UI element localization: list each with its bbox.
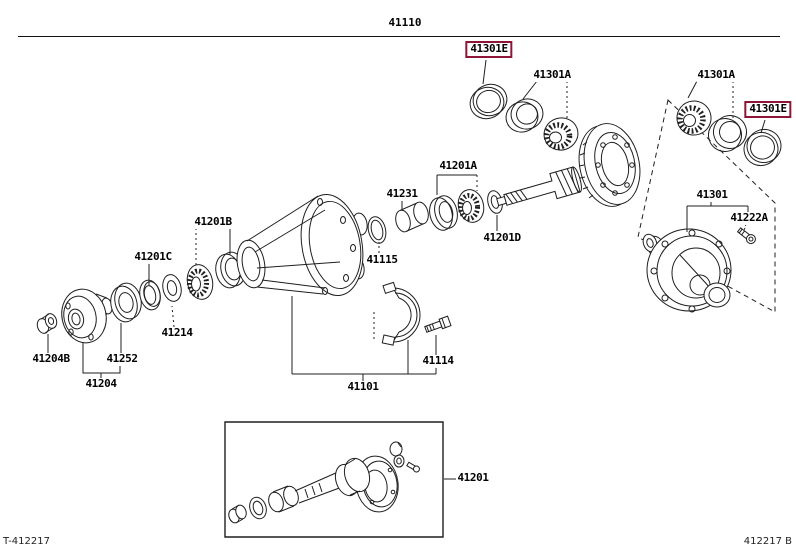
drive-pinion-shaft (494, 166, 583, 215)
page-title: 41110 (388, 16, 422, 29)
case-bolt (736, 226, 757, 245)
bracket-41301a-left (523, 81, 567, 119)
part-label-41201d: 41201D (482, 231, 522, 245)
ring-gear (571, 118, 647, 212)
side-bearing-race-right (704, 111, 751, 156)
footer-figure-code: T-412217 (3, 536, 50, 547)
differential-case (641, 229, 731, 312)
side-bearing-left (540, 114, 582, 155)
oil-slinger (108, 281, 145, 325)
bearing-cap (374, 282, 420, 345)
footer-page-code: 412217 B (743, 536, 792, 547)
part-label-41231: 41231 (385, 187, 419, 201)
part-label-41201c: 41201C (133, 250, 173, 264)
leader-41301e-right (761, 120, 765, 133)
drive-pinion-nut (35, 312, 58, 335)
part-label-41301: 41301 (695, 188, 729, 202)
rear-pinion-bearing (455, 187, 487, 225)
slinger-washer (160, 273, 183, 303)
side-bearing-shim-left (466, 80, 511, 123)
rear-bearing-race (426, 193, 460, 232)
part-label-41204: 41204 (84, 377, 118, 391)
part-label-41214: 41214 (160, 326, 194, 340)
leader-41301e-left (483, 60, 486, 84)
part-label-41201: 41201 (456, 471, 490, 485)
inset-assembly-box (225, 422, 443, 537)
differential-carrier-housing (234, 190, 371, 301)
companion-flange (57, 285, 114, 347)
oil-storage-ring (365, 215, 388, 245)
part-label-41115: 41115 (365, 253, 399, 267)
leader-lines (48, 175, 748, 479)
side-bearing-shim-right (740, 125, 786, 170)
part-label-41301a-left: 41301A (532, 68, 572, 82)
side-bearing-race-left (502, 95, 547, 136)
part-label-41301e-left[interactable]: 41301E (465, 41, 513, 58)
bearing-spacer (394, 201, 431, 234)
dashed-boundary (638, 100, 775, 312)
part-label-41222a: 41222A (729, 211, 769, 225)
part-label-41301a-right: 41301A (696, 68, 736, 82)
bearing-cap-bolt (424, 316, 451, 334)
oil-seal (137, 278, 163, 312)
part-label-41201a: 41201A (438, 159, 478, 173)
title-divider (18, 36, 780, 37)
part-label-41204b: 41204B (31, 352, 71, 366)
side-bearing-right (673, 97, 716, 140)
part-label-41114: 41114 (421, 354, 455, 368)
part-label-41101: 41101 (346, 380, 380, 394)
part-label-41301e-right[interactable]: 41301E (744, 101, 792, 118)
part-label-41201b: 41201B (193, 215, 233, 229)
part-label-41252: 41252 (105, 352, 139, 366)
front-pinion-bearing (184, 262, 216, 301)
